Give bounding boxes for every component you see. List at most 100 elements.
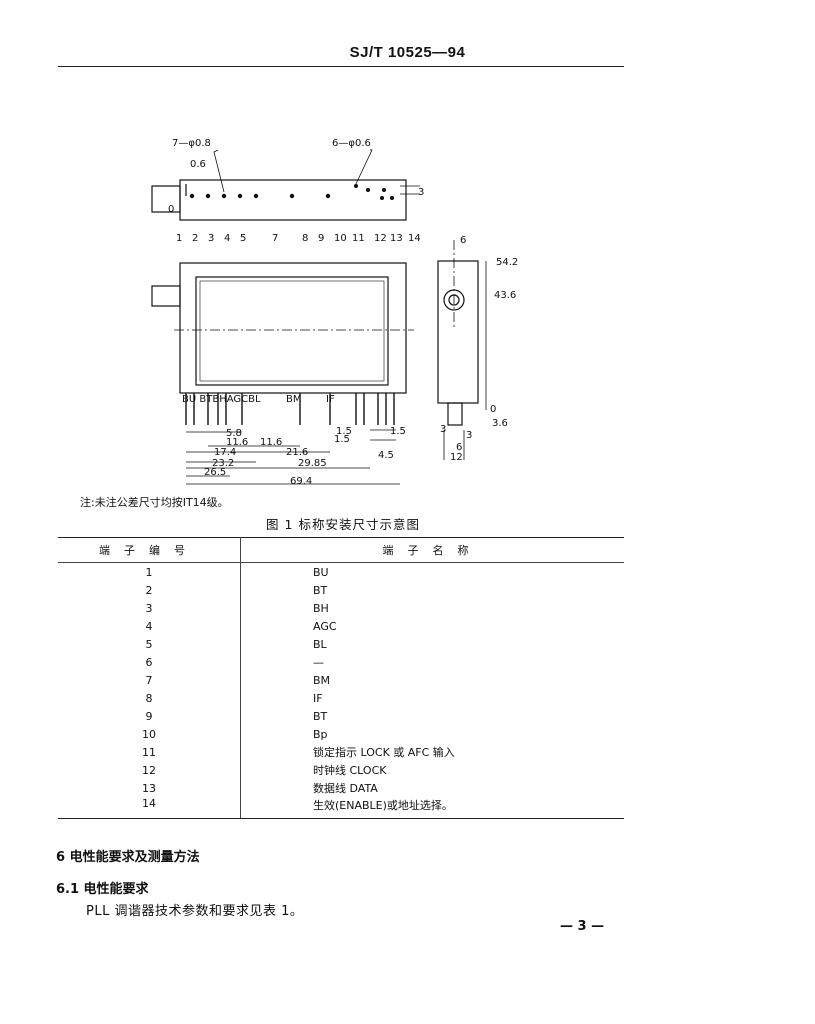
pin-name-cell: 数据线 DATA xyxy=(313,782,378,795)
pin-number: 7 xyxy=(272,233,278,244)
pin-number-cell: 9 xyxy=(58,707,241,725)
table-row: 3 BH xyxy=(58,599,624,617)
pin-number: 2 xyxy=(192,233,198,244)
dim-0-6: 0.6 xyxy=(190,159,206,170)
side-dim: 54.2 xyxy=(496,257,518,268)
dim-label: 26.5 xyxy=(204,467,226,478)
pin-name-cell: 时钟线 CLOCK xyxy=(313,764,387,777)
pin-number-cell: 6 xyxy=(58,653,241,671)
pin-label-bm: BM xyxy=(286,394,302,405)
pin-name-cell: 锁定指示 LOCK 或 AFC 输入 xyxy=(313,746,455,759)
table-row: 4 AGC xyxy=(58,617,624,635)
side-dim: 6 xyxy=(460,235,466,246)
top-view-connector xyxy=(151,185,181,213)
figure-caption: 图 1 标称安装尺寸示意图 xyxy=(266,517,420,532)
pin-number-cell: 4 xyxy=(58,617,241,635)
table-row: 12 时钟线 CLOCK xyxy=(58,761,624,779)
pin-number: 9 xyxy=(318,233,324,244)
table-row: 1 BU xyxy=(58,562,624,581)
dim-0: 0 xyxy=(168,204,174,215)
mounting-dimension-figure: 7—φ0.8 6—φ0.6 0.6 0 3 1 2 3 4 5 7 8 9 10… xyxy=(151,138,518,487)
dim-label: 11.6 xyxy=(226,437,248,448)
table-row: 5 BL xyxy=(58,635,624,653)
pin-name-cell: — xyxy=(313,655,324,669)
dim-label: 5.8 xyxy=(226,428,242,439)
section-6-1-heading: 6.1 电性能要求 xyxy=(56,882,149,897)
side-dim: 3 xyxy=(440,424,446,435)
pin-number: 5 xyxy=(240,233,246,244)
dim-label: 29.85 xyxy=(298,458,327,469)
hole-7-label: 7—φ0.8 xyxy=(172,138,211,149)
pin-number-cell: 10 xyxy=(58,725,241,743)
dim-label: 4.5 xyxy=(378,450,394,461)
top-view-body xyxy=(179,179,407,221)
pin-number: 3 xyxy=(208,233,214,244)
pin-name-cell: BM xyxy=(313,673,331,687)
dim-label: 1.5 xyxy=(334,434,350,445)
table-row: 13 数据线 DATA xyxy=(58,779,624,797)
dim-label: 11.6 xyxy=(260,437,282,448)
hole-6-label: 6—φ0.6 xyxy=(332,138,371,149)
pin-number: 11 xyxy=(352,233,365,244)
side-dim: 43.6 xyxy=(494,290,516,301)
figure-note: 注:未注公差尺寸均按IT14级。 xyxy=(80,496,229,509)
pin-number-cell: 1 xyxy=(58,562,241,581)
pin-name-cell: BT xyxy=(313,583,328,597)
table-row: 7 BM xyxy=(58,671,624,689)
pin-number-cell: 11 xyxy=(58,743,241,761)
pin-number: 1 xyxy=(176,233,182,244)
side-dim: 0 xyxy=(490,404,496,415)
standard-code: SJ/T 10525—94 xyxy=(349,44,466,61)
pin-name-cell: BH xyxy=(313,601,329,615)
pin-number-cell: 5 xyxy=(58,635,241,653)
pin-name-cell: Bp xyxy=(313,727,328,741)
side-dim: 6 xyxy=(456,442,462,453)
pin-number: 13 xyxy=(390,233,403,244)
section-6-heading: 6 电性能要求及测量方法 xyxy=(56,850,200,865)
table-row: 2 BT xyxy=(58,581,624,599)
table-row: 8 IF xyxy=(58,689,624,707)
header-rule xyxy=(58,66,624,67)
pin-number-cell: 7 xyxy=(58,671,241,689)
table-row: 9 BT xyxy=(58,707,624,725)
dim-label: 21.6 xyxy=(286,447,308,458)
pin-number-cell: 14 xyxy=(58,797,241,819)
pin-number: 4 xyxy=(224,233,230,244)
pin-number-cell: 13 xyxy=(58,779,241,797)
table-row: 11 锁定指示 LOCK 或 AFC 输入 xyxy=(58,743,624,761)
pin-number: 8 xyxy=(302,233,308,244)
page-number: — 3 — xyxy=(560,919,605,934)
column-header-number: 端子编号 xyxy=(58,537,241,563)
pin-name-cell: BL xyxy=(313,637,327,651)
dim-label: 1.5 xyxy=(390,426,406,437)
pin-label-if: IF xyxy=(326,394,335,405)
pin-name-cell: AGC xyxy=(313,619,337,633)
pin-name-cell: BU xyxy=(313,565,329,579)
column-header-name: 端子名称 xyxy=(240,537,624,563)
dim-3: 3 xyxy=(418,187,424,198)
pin-number: 10 xyxy=(334,233,347,244)
dim-label: 69.4 xyxy=(290,476,312,487)
dim-label: 17.4 xyxy=(214,447,236,458)
front-view-body xyxy=(179,262,407,394)
pin-name-cell: BT xyxy=(313,709,328,723)
pin-name-cell: IF xyxy=(313,691,323,705)
section-6-1-text: PLL 调谐器技术参数和要求见表 1。 xyxy=(86,904,304,919)
pin-number-cell: 12 xyxy=(58,761,241,779)
table-row: 10 Bp xyxy=(58,725,624,743)
pin-number-cell: 8 xyxy=(58,689,241,707)
pin-number-cell: 3 xyxy=(58,599,241,617)
front-view-window xyxy=(195,276,389,386)
side-view-body xyxy=(437,260,479,404)
pin-number-cell: 2 xyxy=(58,581,241,599)
table-row: 6— xyxy=(58,653,624,671)
dim-label: 1.5 xyxy=(336,426,352,437)
side-dim: 3 xyxy=(466,430,472,441)
pin-group-label: BU BTBHAGCBL xyxy=(182,394,261,405)
pin-number: 12 xyxy=(374,233,387,244)
side-dim: 12 xyxy=(450,452,463,463)
dim-label: 23.2 xyxy=(212,458,234,469)
pin-number: 14 xyxy=(408,233,421,244)
